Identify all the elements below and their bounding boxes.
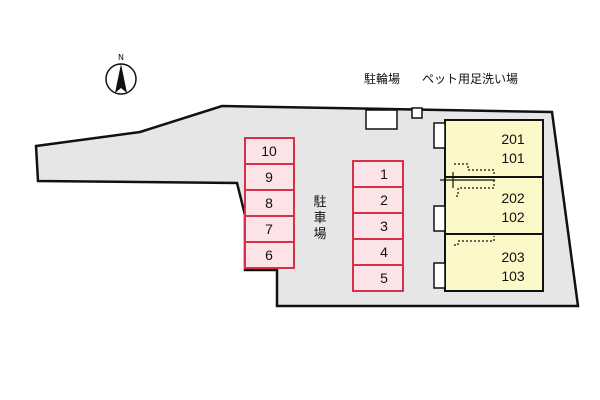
parking-label-1: 駐: [313, 195, 326, 210]
compass-label: N: [118, 53, 124, 62]
parking-space-number: 6: [265, 247, 273, 263]
unit-number-upper: 201: [501, 131, 525, 147]
unit-number-lower: 102: [501, 209, 525, 225]
parking-space-number: 10: [261, 143, 277, 159]
parking-space: 9: [244, 163, 295, 191]
unit-partition: [454, 236, 495, 246]
apartment-building: 201 101 202 102 203 103: [433, 119, 544, 292]
parking-space-number: 4: [380, 244, 388, 260]
parking-space: 3: [352, 212, 404, 240]
parking-label-2: 車: [313, 211, 326, 226]
entrance-step: [433, 205, 446, 232]
unit-number-lower: 101: [501, 150, 525, 166]
parking-label-3: 場: [313, 227, 326, 242]
unit-number-lower: 103: [501, 268, 525, 284]
parking-space-number: 3: [380, 218, 388, 234]
parking-space-number: 7: [265, 221, 273, 237]
parking-space-number: 1: [380, 166, 388, 182]
bicycle-parking-label: 駐輪場: [364, 71, 400, 86]
parking-space: 10: [244, 137, 295, 165]
parking-space: 1: [352, 160, 404, 188]
bicycle-parking-box: [365, 109, 398, 130]
parking-space: 4: [352, 238, 404, 266]
parking-space-number: 2: [380, 192, 388, 208]
parking-space-number: 9: [265, 169, 273, 185]
parking-column-right: 1 2 3 4 5: [352, 160, 404, 292]
pet-footbath-box: [411, 107, 423, 119]
parking-space: 6: [244, 241, 295, 269]
parking-space: 2: [352, 186, 404, 214]
parking-space-number: 8: [265, 195, 273, 211]
unit-number-upper: 203: [501, 249, 525, 265]
entrance-step: [433, 262, 446, 289]
site-lot: [34, 104, 580, 308]
compass: N: [105, 53, 137, 95]
parking-column-left: 10 9 8 7 6: [244, 137, 295, 269]
entrance-step: [433, 122, 446, 149]
north-arrow-icon: [115, 64, 127, 93]
parking-space: 8: [244, 189, 295, 217]
parking-space-number: 5: [380, 270, 388, 286]
parking-space: 7: [244, 215, 295, 243]
parking-space: 5: [352, 264, 404, 292]
unit-number-upper: 202: [501, 190, 525, 206]
pet-footbath-label: ペット用足洗い場: [422, 72, 518, 86]
